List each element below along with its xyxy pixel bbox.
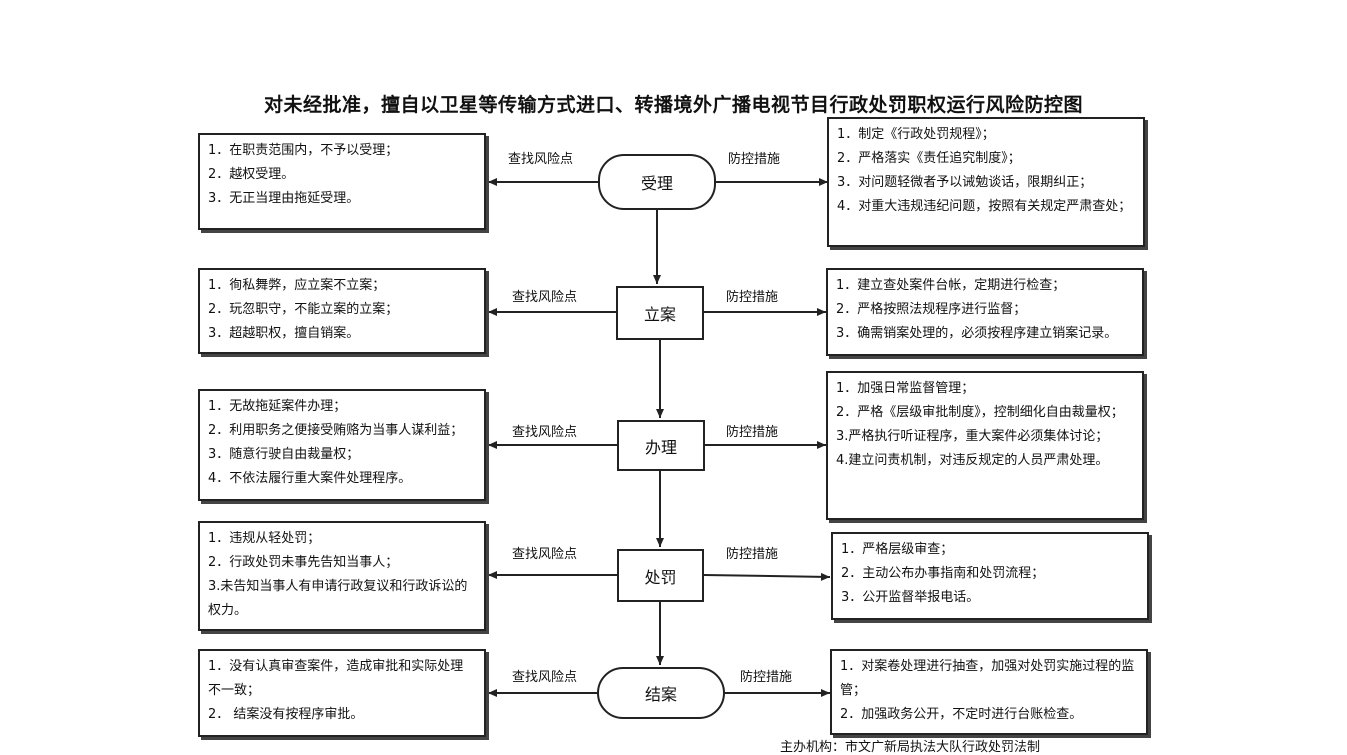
measure-box-accept: 1．制定《行政处罚规程》； 2．严格落实《责任追究制度》； 3．对问题轻微者予以… (827, 117, 1145, 247)
risk-item: 3.未告知当事人有申请行政复议和行政诉讼的权力。 (208, 579, 468, 618)
stage-node-register: 立案 (616, 286, 704, 340)
risk-item: 2． 结案没有按程序审批。 (208, 707, 364, 722)
measure-item: 4.建立问责机制，对违反规定的人员严肃处理。 (836, 453, 1109, 468)
measure-label: 防控措施 (740, 670, 793, 685)
measure-item: 1．对案卷处理进行抽查，加强对处罚实施过程的监管； (840, 659, 1135, 698)
measure-label: 防控措施 (726, 547, 779, 562)
measure-label: 防控措施 (726, 425, 779, 440)
risk-item: 3．超越职权，擅自销案。 (208, 326, 360, 341)
measure-item: 1．建立查处案件台帐，定期进行检查； (836, 278, 1066, 293)
measure-item: 3．对问题轻微者予以诫勉谈话，限期纠正； (837, 175, 1093, 190)
risk-item: 2．玩忽职守，不能立案的立案； (208, 302, 399, 317)
measure-item: 2．严格按照法规程序进行监督； (836, 302, 1027, 317)
measure-item: 4．对重大违规违纪问题，按照有关规定严肃查处； (837, 199, 1132, 214)
risk-label: 查找风险点 (512, 547, 578, 562)
risk-item: 4．不依法履行重大案件处理程序。 (208, 471, 412, 486)
measure-box-handle: 1．加强日常监督管理； 2．严格《层级审批制度》，控制细化自由裁量权； 3.严格… (826, 371, 1144, 520)
measure-item: 3．确需销案处理的，必须按程序建立销案记录。 (836, 326, 1118, 341)
measure-arrow-4 (703, 572, 831, 581)
risk-item: 1．无故拖延案件办理； (208, 399, 347, 414)
measure-item: 3.严格执行听证程序，重大案件必须集体讨论； (836, 429, 1109, 444)
measure-label: 防控措施 (728, 152, 781, 167)
risk-label: 查找风险点 (512, 290, 578, 305)
risk-label: 查找风险点 (508, 152, 574, 167)
risk-item: 1．没有认真审查案件，造成审批和实际处理不一致； (208, 659, 464, 698)
risk-item: 1．徇私舞弊，应立案不立案； (208, 278, 386, 293)
risk-item: 2．越权受理。 (208, 167, 295, 182)
stage-node-handle: 办理 (617, 420, 705, 471)
measure-item: 2．严格《层级审批制度》，控制细化自由裁量权； (836, 405, 1124, 420)
measure-item: 2．加强政务公开，不定时进行台账检查。 (840, 707, 1083, 722)
risk-box-accept: 1．在职责范围内，不予以受理； 2．越权受理。 3．无正当理由拖延受理。 (198, 133, 486, 230)
measure-item: 3．公开监督举报电话。 (841, 590, 980, 605)
risk-box-penalty: 1．违规从轻处罚； 2．行政处罚未事先告知当事人； 3.未告知当事人有申请行政复… (198, 521, 486, 631)
measure-box-penalty: 1．严格层级审查； 2．主动公布办事指南和处罚流程； 3．公开监督举报电话。 (831, 532, 1149, 620)
measure-item: 2．主动公布办事指南和处罚流程； (841, 566, 1045, 581)
measure-box-close: 1．对案卷处理进行抽查，加强对处罚实施过程的监管； 2．加强政务公开，不定时进行… (830, 649, 1148, 735)
risk-item: 3．随意行驶自由裁量权； (208, 447, 360, 462)
risk-item: 2．行政处罚未事先告知当事人； (208, 555, 399, 570)
risk-item: 1．违规从轻处罚； (208, 531, 321, 546)
measure-item: 1．严格层级审查； (841, 542, 954, 557)
risk-box-handle: 1．无故拖延案件办理； 2．利用职务之便接受贿赂为当事人谋利益； 3．随意行驶自… (198, 389, 486, 501)
stage-node-accept: 受理 (598, 154, 716, 210)
measure-label: 防控措施 (726, 290, 779, 305)
risk-item: 3．无正当理由拖延受理。 (208, 191, 360, 206)
measure-item: 1．制定《行政处罚规程》； (837, 127, 995, 142)
measure-box-register: 1．建立查处案件台帐，定期进行检查； 2．严格按照法规程序进行监督； 3．确需销… (826, 268, 1144, 356)
stage-node-close: 结案 (597, 667, 725, 719)
risk-item: 2．利用职务之便接受贿赂为当事人谋利益； (208, 423, 464, 438)
risk-box-register: 1．徇私舞弊，应立案不立案； 2．玩忽职守，不能立案的立案； 3．超越职权，擅自… (198, 268, 486, 354)
measure-item: 2．严格落实《责任追究制度》； (837, 151, 1021, 166)
risk-box-close: 1．没有认真审查案件，造成审批和实际处理不一致； 2． 结案没有按程序审批。 (198, 649, 486, 737)
risk-label: 查找风险点 (512, 670, 578, 685)
diagram-title: 对未经批准，擅自以卫星等传输方式进口、转播境外广播电视节目行政处罚职权运行风险防… (263, 94, 1083, 116)
stage-node-penalty: 处罚 (617, 549, 704, 602)
risk-item: 1．在职责范围内，不予以受理； (208, 143, 399, 158)
measure-item: 1．加强日常监督管理； (836, 381, 975, 396)
risk-label: 查找风险点 (512, 425, 578, 440)
footer-note: 主办机构：市文广新局执法大队行政处罚法制 (780, 740, 1041, 755)
